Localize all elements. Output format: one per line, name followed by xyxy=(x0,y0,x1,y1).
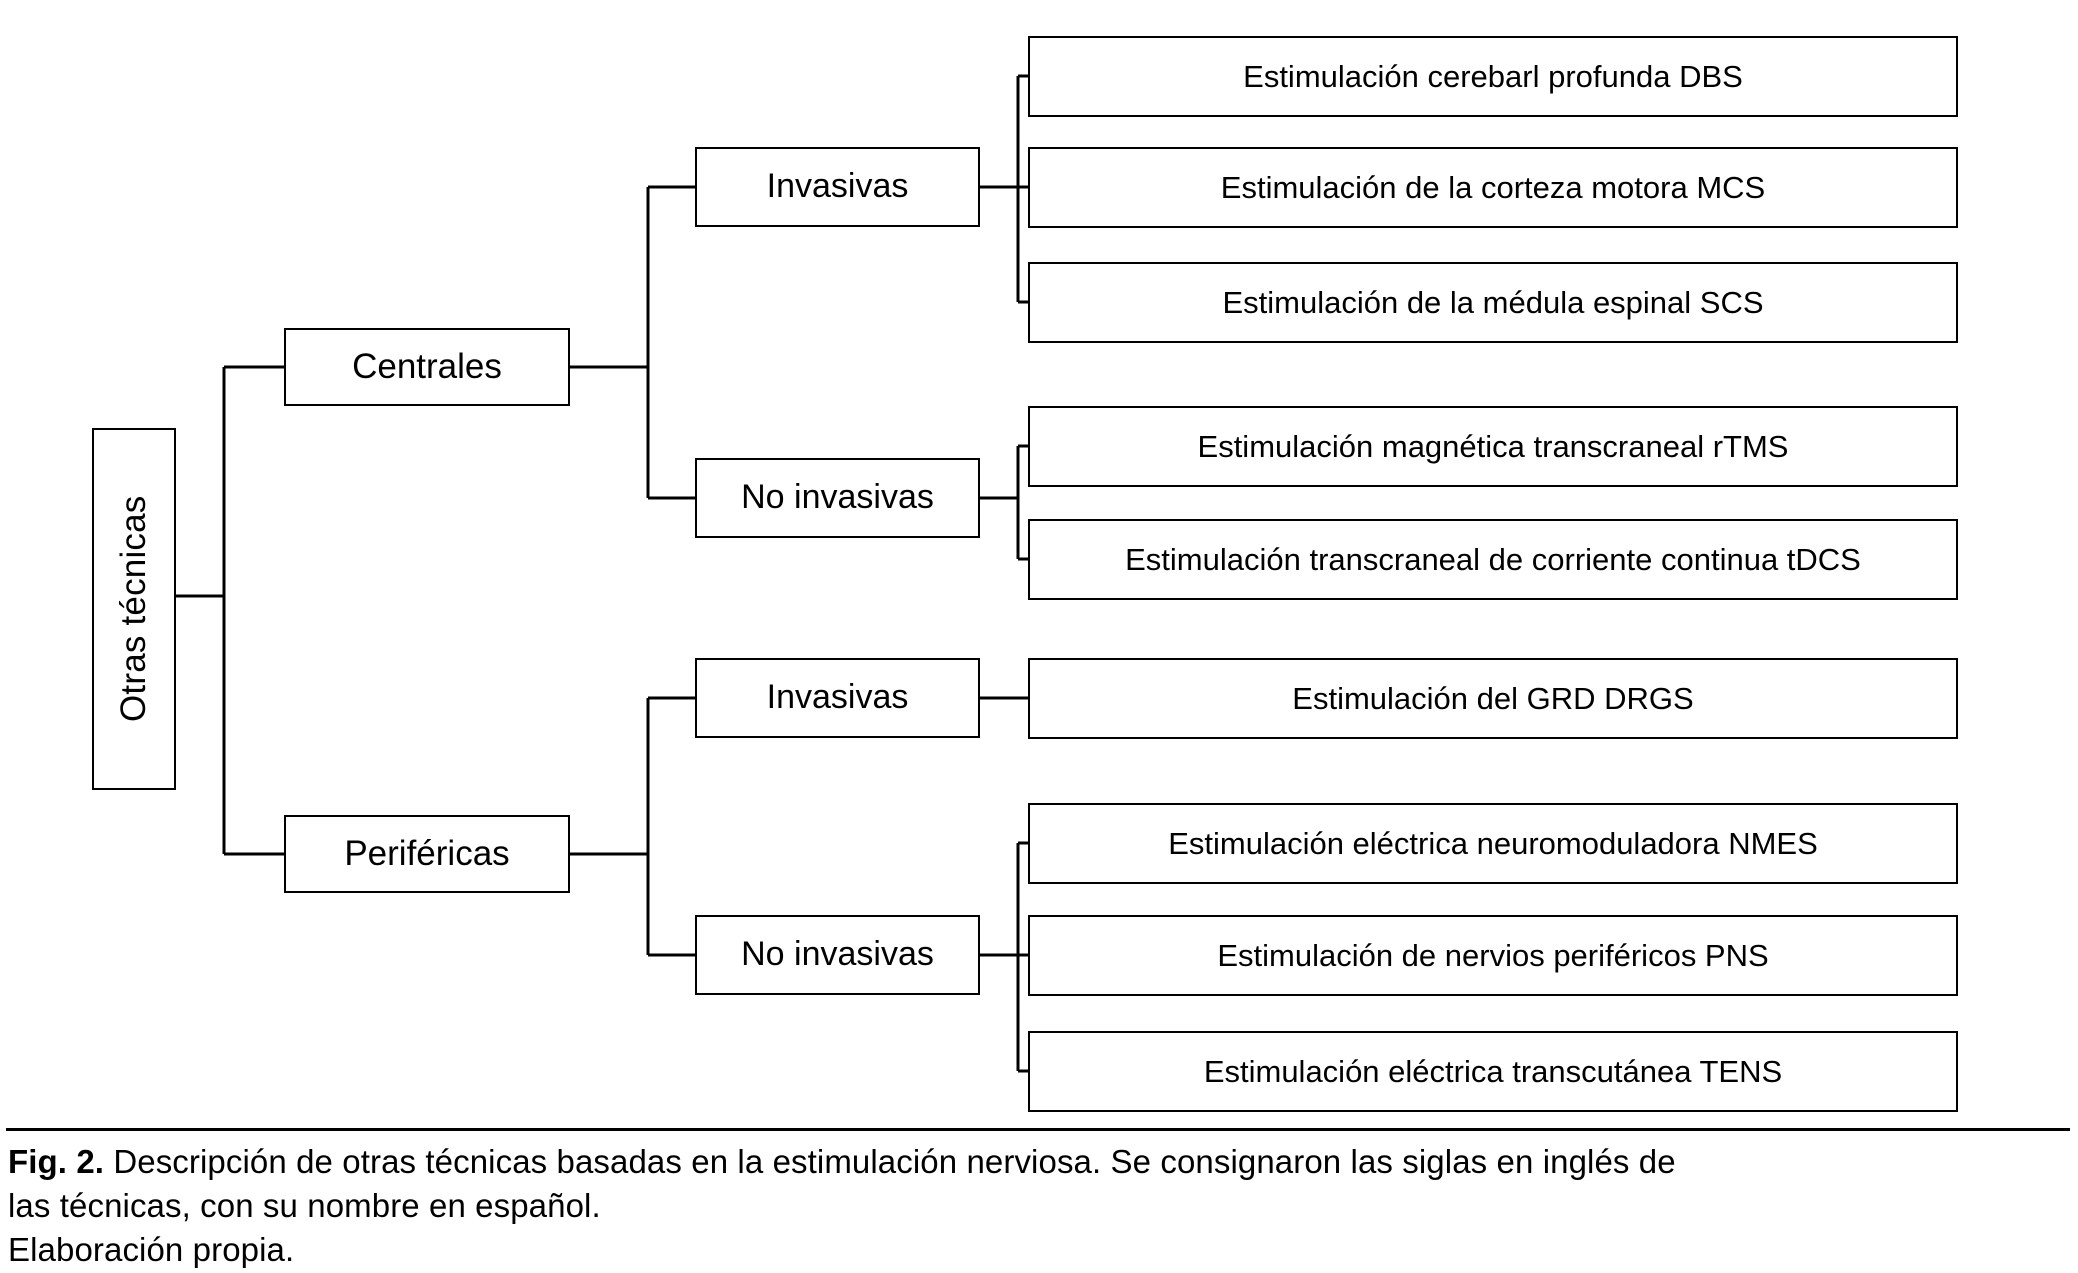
node-leaf-tdcs[interactable]: Estimulación transcraneal de corriente c… xyxy=(1028,519,1958,600)
figure-caption: Fig. 2. Descripción de otras técnicas ba… xyxy=(8,1140,2068,1272)
node-leaf-scs[interactable]: Estimulación de la médula espinal SCS xyxy=(1028,262,1958,343)
caption-line-1-text: Descripción de otras técnicas basadas en… xyxy=(104,1143,1676,1180)
node-leaf-dbs[interactable]: Estimulación cerebarl profunda DBS xyxy=(1028,36,1958,117)
node-leaf-pns[interactable]: Estimulación de nervios periféricos PNS xyxy=(1028,915,1958,996)
caption-line-1: Fig. 2. Descripción de otras técnicas ba… xyxy=(8,1140,2068,1184)
caption-figure-number: Fig. 2. xyxy=(8,1143,105,1180)
caption-divider xyxy=(6,1128,2070,1131)
node-kind-perifericas-invasivas[interactable]: Invasivas xyxy=(695,658,980,738)
node-category-perifericas[interactable]: Periféricas xyxy=(284,815,570,893)
node-kind-centrales-invasivas[interactable]: Invasivas xyxy=(695,147,980,227)
caption-line-2: las técnicas, con su nombre en español. xyxy=(8,1186,601,1224)
node-leaf-mcs[interactable]: Estimulación de la corteza motora MCS xyxy=(1028,147,1958,228)
node-kind-centrales-no-invasivas[interactable]: No invasivas xyxy=(695,458,980,538)
node-kind-perifericas-no-invasivas[interactable]: No invasivas xyxy=(695,915,980,995)
node-leaf-rtms[interactable]: Estimulación magnética transcraneal rTMS xyxy=(1028,406,1958,487)
node-category-centrales[interactable]: Centrales xyxy=(284,328,570,406)
node-leaf-drgs[interactable]: Estimulación del GRD DRGS xyxy=(1028,658,1958,739)
node-leaf-nmes[interactable]: Estimulación eléctrica neuromoduladora N… xyxy=(1028,803,1958,884)
node-root-otras-tecnicas[interactable]: Otras técnicas xyxy=(92,428,176,790)
node-leaf-tens[interactable]: Estimulación eléctrica transcutánea TENS xyxy=(1028,1031,1958,1112)
caption-line-3: Elaboración propia. xyxy=(8,1230,295,1268)
